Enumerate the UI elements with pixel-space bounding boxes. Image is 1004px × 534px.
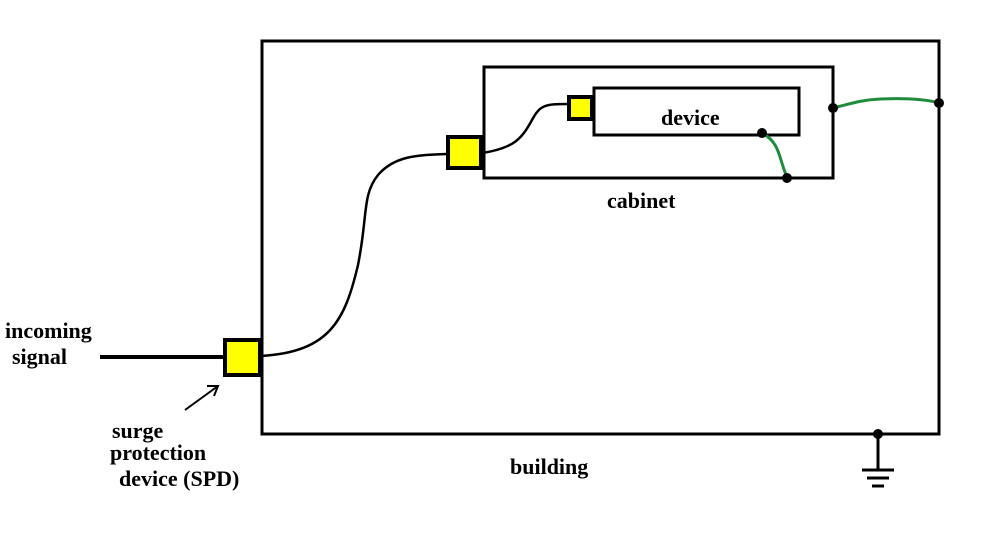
device-label: device xyxy=(661,105,720,130)
arrow-icon xyxy=(184,385,220,411)
signal-wire-building-to-cabinet xyxy=(260,152,448,358)
ground-wire-cabinet-to-building xyxy=(832,97,940,110)
bond-point-device xyxy=(757,128,767,138)
cabinet-box xyxy=(482,65,835,180)
ground-symbol-icon xyxy=(862,434,894,488)
incoming-signal-label-line1: incoming xyxy=(5,318,92,343)
spd-device-entry xyxy=(567,95,594,121)
ground-wire-device-to-cabinet xyxy=(761,131,789,179)
building-box xyxy=(260,39,941,436)
bond-point-cabinet-right xyxy=(828,103,838,113)
cabinet-label: cabinet xyxy=(607,188,676,213)
spd-label-line3: device (SPD) xyxy=(119,466,239,491)
spd-label-line2: protection xyxy=(110,440,206,465)
signal-wire-cabinet-to-device xyxy=(481,102,569,155)
spd-building-entry xyxy=(223,338,262,377)
spd-label-line1: surge xyxy=(112,418,164,443)
incoming-signal-label-line2: signal xyxy=(12,344,67,369)
bond-point-building-right xyxy=(934,98,944,108)
bond-point-cabinet-bottom xyxy=(782,173,792,183)
building-label: building xyxy=(510,454,588,479)
spd-cabinet-entry xyxy=(446,135,483,170)
